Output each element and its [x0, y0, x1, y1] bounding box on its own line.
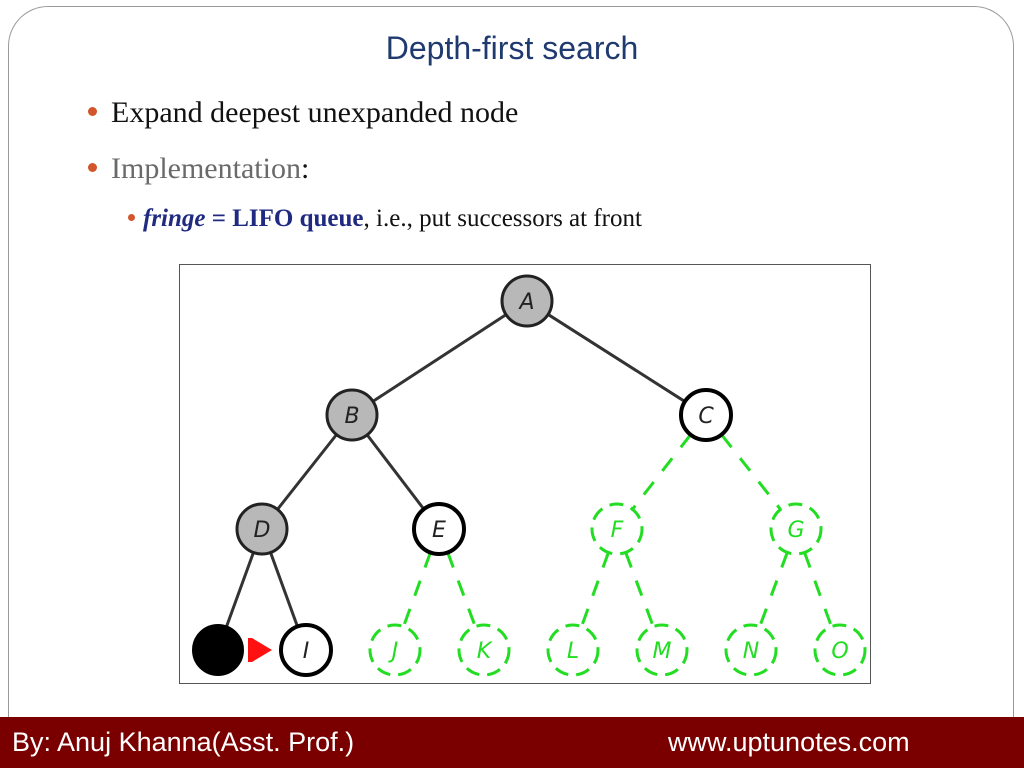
edge-g-n — [758, 551, 789, 628]
edge-a-c — [547, 313, 686, 403]
edge-f-m — [624, 551, 655, 628]
footer-bar: By: Anuj Khanna(Asst. Prof.) www.uptunot… — [0, 717, 1024, 768]
bullet-dot-icon — [88, 106, 97, 116]
slide-title: Depth-first search — [385, 30, 639, 66]
node-circle — [279, 623, 333, 677]
node-circle — [500, 274, 554, 328]
node-label: G — [787, 518, 804, 543]
node-circle — [724, 623, 778, 677]
node-c: C — [679, 388, 733, 442]
node-m: M — [635, 623, 689, 677]
current-node-marker-bar — [248, 638, 252, 662]
bullet-implementation: Implementation: — [88, 152, 309, 186]
node-label: C — [698, 404, 714, 429]
node-label: I — [303, 639, 310, 664]
edge-d-h — [225, 551, 255, 628]
bullet-colon: : — [300, 152, 310, 185]
bullet-dot-icon — [128, 213, 135, 221]
node-label: E — [432, 518, 446, 543]
node-label: D — [254, 518, 271, 543]
dfs-tree-diagram: A B C D E F G I J K L M N O — [179, 264, 871, 684]
node-i: I — [279, 623, 333, 677]
node-b: B — [325, 388, 379, 442]
node-g: G — [769, 502, 823, 556]
node-e: E — [412, 502, 466, 556]
node-circle — [235, 502, 289, 556]
node-h — [192, 624, 244, 676]
node-circle — [679, 388, 733, 442]
node-circle — [546, 623, 600, 677]
bullet-expand: Expand deepest unexpanded node — [88, 96, 518, 130]
node-l: L — [546, 623, 600, 677]
node-circle — [457, 623, 511, 677]
edge-a-b — [372, 313, 507, 403]
edge-b-e — [365, 433, 426, 511]
node-a: A — [500, 274, 554, 328]
node-f: F — [590, 502, 644, 556]
node-label: B — [344, 404, 359, 429]
footer-website: www.uptunotes.com — [668, 727, 910, 757]
equals-sign: = — [205, 205, 233, 232]
node-label: O — [831, 639, 848, 664]
fringe-term: fringe — [143, 205, 206, 232]
node-circle — [192, 624, 244, 676]
footer-author: By: Anuj Khanna(Asst. Prof.) — [12, 727, 355, 757]
current-node-marker-icon — [252, 638, 272, 662]
node-label: A — [517, 290, 534, 315]
node-label: M — [653, 639, 672, 664]
node-d: D — [235, 502, 289, 556]
sub-bullet-fringe: fringe = LIFO queue, i.e., put successor… — [128, 205, 642, 233]
node-n: N — [724, 623, 778, 677]
node-circle — [412, 502, 466, 556]
edge-d-i — [269, 551, 299, 628]
edge-c-f — [631, 433, 692, 511]
edge-e-j — [402, 551, 432, 628]
edge-g-o — [803, 551, 833, 628]
slide-frame — [8, 6, 1014, 766]
node-k: K — [457, 623, 511, 677]
edge-f-l — [580, 551, 610, 628]
node-j: J — [368, 623, 422, 677]
edge-b-d — [276, 433, 338, 511]
node-label: K — [477, 639, 493, 664]
node-label: F — [611, 518, 624, 543]
node-circle — [769, 502, 823, 556]
tree-svg: A B C D E F G I J K L M N O — [192, 274, 867, 677]
node-label: L — [567, 639, 579, 664]
node-circle — [635, 623, 689, 677]
node-circle — [368, 623, 422, 677]
edge-c-g — [720, 433, 782, 511]
bullet-text: Implementation — [111, 152, 301, 185]
node-circle — [590, 502, 644, 556]
bullet-dot-icon — [88, 162, 97, 172]
lifo-queue-term: LIFO queue — [232, 205, 364, 232]
node-circle — [325, 388, 379, 442]
bullet-text: Expand deepest unexpanded node — [111, 96, 519, 129]
edge-layer — [225, 313, 833, 628]
node-label: N — [743, 639, 759, 664]
node-layer: A B C D E F G I J K L M N O — [192, 274, 867, 677]
node-circle — [813, 623, 867, 677]
edge-e-k — [446, 551, 477, 628]
node-o: O — [813, 623, 867, 677]
sub-bullet-rest: , i.e., put successors at front — [363, 205, 642, 232]
node-label: J — [388, 639, 399, 664]
